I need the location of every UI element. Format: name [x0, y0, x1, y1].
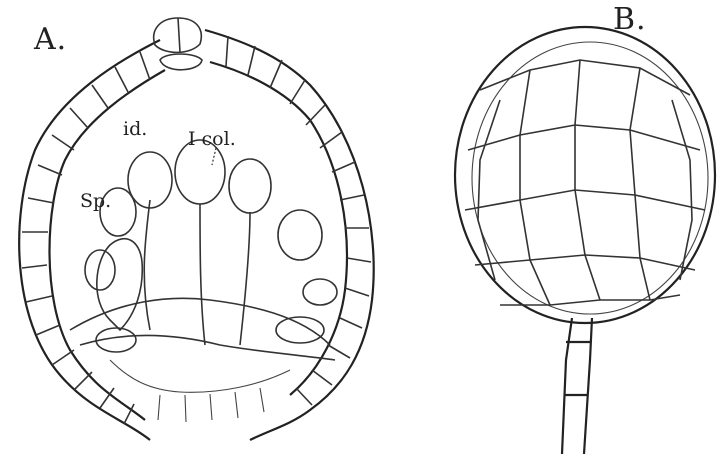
spore-body-inner-outline: [472, 42, 708, 314]
panel-b-label: B.: [613, 2, 647, 37]
columella-annotation: I col.: [188, 128, 236, 150]
spore-stalk: [562, 318, 592, 454]
spore-body-cells: [465, 60, 705, 305]
panel-a-label: A.: [34, 22, 67, 57]
sporangium-annotation: Sp.: [80, 190, 111, 212]
idioblast-annotation: id.: [123, 118, 147, 140]
